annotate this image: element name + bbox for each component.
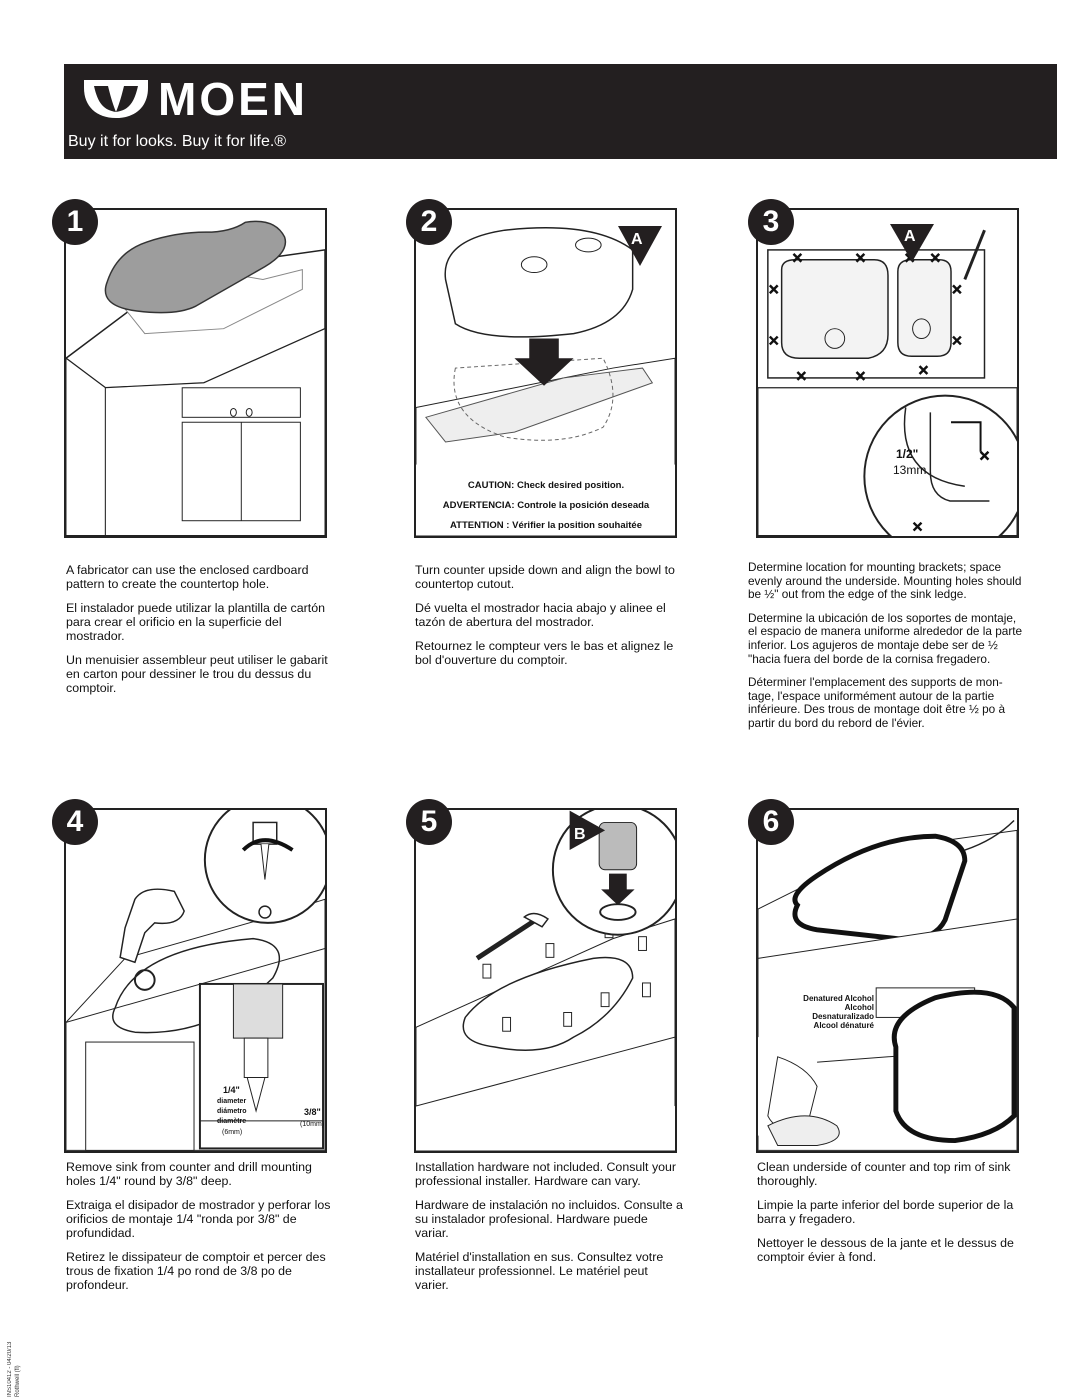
brand-name: MOEN [158,73,308,125]
step-6-number: 6 [748,799,794,845]
step-1-illustration [64,208,327,538]
brand-tagline: Buy it for looks. Buy it for life.® [68,133,287,150]
step-4-diam-fr: diamètre [217,1118,247,1125]
step-5-text: Installation hardware not included. Cons… [415,1160,683,1302]
step-1-number: 1 [52,199,98,245]
step-5-text-en: Installation hardware not included. Cons… [415,1160,677,1188]
tag-a-icon [890,224,934,262]
document-footnote: INS10412 - 04/20/13 Rothwell (fl) [7,1341,21,1397]
alcohol-en: Denatured Alcohol [803,994,874,1003]
alcohol-label: Denatured Alcohol Alcohol Desnaturalizad… [786,994,874,1030]
step-4-depth-mm: (10mm) [300,1121,325,1128]
step-1-text: A fabricator can use the enclosed cardbo… [66,563,334,705]
step-2-illustration [414,208,677,538]
step-4-diam-mm: (6mm) [222,1129,243,1136]
step-6-text: Clean underside of counter and top rim o… [757,1160,1025,1274]
step-2-text-en: Turn counter upside down and align the b… [415,563,675,591]
step-5-text-es: Hardware de instalación no incluidos. Co… [415,1198,683,1240]
step-3-text-es: Determine la ubicación de los soportes d… [748,610,1023,666]
step-3-illustration [756,208,1019,538]
step-6-text-en: Clean underside of counter and top rim o… [757,1160,1011,1188]
step-4-illustration [64,808,327,1153]
step-3-measure: 1/2" [896,447,919,461]
step-4-number: 4 [52,799,98,845]
moen-logo-icon [84,80,148,118]
brand-header-bar [64,64,1057,159]
alcohol-es: Alcohol Desnaturalizado [812,1003,874,1021]
step-1-text-fr: Un menuisier assembleur peut utiliser le… [66,653,328,695]
step-1-text-en: A fabricator can use the enclosed cardbo… [66,563,309,591]
step-2-number: 2 [406,199,452,245]
step-1-text-es: El instalador puede utilizar la plantill… [66,601,325,643]
caution-es: ADVERTENCIA: Controle la posición desead… [442,500,650,511]
step-4-text-es: Extraiga el disipador de mostrador y per… [66,1198,331,1240]
step-3-text-en: Determine location for mounting brackets… [748,560,1022,602]
alcohol-fr: Alcool dénaturé [813,1021,874,1030]
step-4-diameter: 1/4" [223,1085,240,1095]
step-3-text-fr: Déterminer l'emplacement des supports de… [748,675,1006,730]
step-2-caution: CAUTION: Check desired position. ADVERTE… [418,476,674,536]
step-4-depth: 3/8" [304,1107,321,1117]
step-5-number: 5 [406,799,452,845]
tag-a-icon [618,226,662,266]
step-3-text: Determine location for mounting brackets… [748,560,1025,741]
step-2-tag: A [631,231,643,248]
step-2-text-es: Dé vuelta el mostrador hacia abajo y ali… [415,601,666,629]
step-6-text-es: Limpie la parte inferior del borde super… [757,1198,1014,1226]
step-3-number: 3 [748,199,794,245]
caution-en: CAUTION: Check desired position. [467,480,625,491]
step-5-text-fr: Matériel d'installation en sus. Consulte… [415,1250,664,1292]
step-5-illustration [414,808,677,1153]
step-5-tag: B [574,826,586,843]
step-4-diam-en: diameter [217,1098,247,1105]
step-4-text: Remove sink from counter and drill mount… [66,1160,334,1302]
step-2-text: Turn counter upside down and align the b… [415,563,683,677]
step-3-measure-mm: 13mm [893,463,927,477]
step-4-text-en: Remove sink from counter and drill mount… [66,1160,312,1188]
step-6-illustration [756,808,1019,1153]
step-4-diam-es: diámetro [217,1108,247,1115]
step-4-text-fr: Retirez le dissipateur de comptoir et pe… [66,1250,326,1292]
caution-fr: ATTENTION : Vérifier la position souhait… [450,520,642,531]
step-3-tag: A [904,228,916,245]
step-2-text-fr: Retournez le compteur vers le bas et ali… [415,639,674,667]
step-6-text-fr: Nettoyer le dessous de la jante et le de… [757,1236,1014,1264]
